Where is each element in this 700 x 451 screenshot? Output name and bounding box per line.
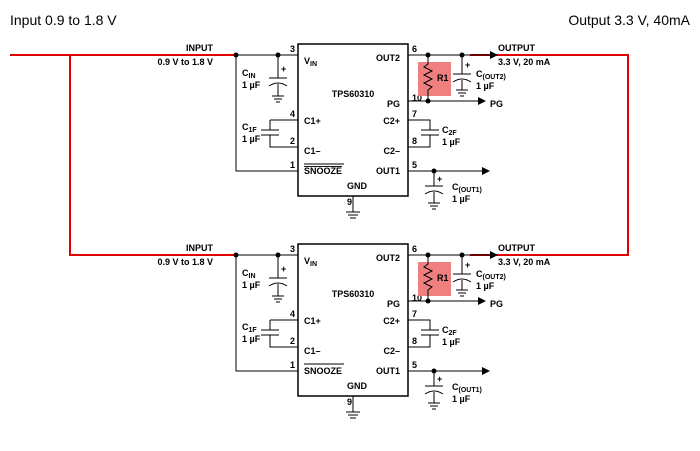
circuit-1: TPS60310 INPUT 0.9 V to 1.8 V + CIN 1 µF… <box>157 43 551 219</box>
svg-text:9: 9 <box>347 197 352 207</box>
svg-text:+: + <box>465 260 470 270</box>
r1-highlight <box>418 62 451 96</box>
cin-value: 1 µF <box>242 280 261 290</box>
pin-c2m: C2– <box>383 146 400 156</box>
svg-text:1: 1 <box>290 160 295 170</box>
svg-text:7: 7 <box>412 309 417 319</box>
c1f-label: C1F <box>242 122 257 134</box>
pin-c2p: C2+ <box>383 316 400 326</box>
svg-text:5: 5 <box>412 160 417 170</box>
svg-text:1: 1 <box>290 360 295 370</box>
pin-gnd: GND <box>347 181 368 191</box>
pin-pg: PG <box>387 99 400 109</box>
input-label: INPUT <box>186 43 214 53</box>
pin-c1p: C1+ <box>304 116 321 126</box>
c1f-value: 1 µF <box>242 134 261 144</box>
cout1-value: 1 µF <box>452 194 471 204</box>
pin-out1: OUT1 <box>376 166 400 176</box>
pin-out1: OUT1 <box>376 366 400 376</box>
c2f-value: 1 µF <box>442 337 461 347</box>
pin-c1p: C1+ <box>304 316 321 326</box>
input-range-label: Input 0.9 to 1.8 V <box>10 12 117 28</box>
cin-label: CIN <box>242 268 256 280</box>
svg-text:+: + <box>437 374 442 384</box>
r1-label: R1 <box>437 273 449 283</box>
pin-out2: OUT2 <box>376 253 400 263</box>
r1-highlight <box>418 262 451 296</box>
pin-c2p: C2+ <box>383 116 400 126</box>
svg-text:8: 8 <box>412 136 417 146</box>
svg-text:+: + <box>437 174 442 184</box>
svg-text:5: 5 <box>412 360 417 370</box>
cout1-value: 1 µF <box>452 394 471 404</box>
svg-text:2: 2 <box>290 336 295 346</box>
svg-text:10: 10 <box>412 93 422 103</box>
pin-vin: VIN <box>304 56 317 68</box>
svg-text:+: + <box>465 60 470 70</box>
svg-text:9: 9 <box>347 397 352 407</box>
svg-text:+: + <box>281 264 286 274</box>
output-spec: 3.3 V, 20 mA <box>498 257 551 267</box>
cout2-value: 1 µF <box>476 81 495 91</box>
svg-text:6: 6 <box>412 244 417 254</box>
cout1-label: C(OUT1) <box>452 382 482 394</box>
cout2-value: 1 µF <box>476 281 495 291</box>
pg-output-label: PG <box>490 299 503 309</box>
pin-snooze: SNOOZE <box>304 366 342 376</box>
c2f-label: C2F <box>442 125 457 137</box>
svg-text:3: 3 <box>290 44 295 54</box>
input-label: INPUT <box>186 243 214 253</box>
circuit-2: TPS60310 INPUT 0.9 V to 1.8 V + CIN 1 µF… <box>157 243 551 419</box>
chip-body <box>297 43 409 197</box>
pin-vin: VIN <box>304 256 317 268</box>
output-label: OUTPUT <box>498 43 536 53</box>
svg-text:+: + <box>281 64 286 74</box>
output-spec: 3.3 V, 20 mA <box>498 57 551 67</box>
output-spec-label: Output 3.3 V, 40mA <box>568 12 690 28</box>
cout2-label: C(OUT2) <box>476 69 506 81</box>
input-range: 0.9 V to 1.8 V <box>157 257 213 267</box>
cout2-label: C(OUT2) <box>476 269 506 281</box>
red-rails <box>10 54 629 256</box>
svg-text:6: 6 <box>412 44 417 54</box>
svg-text:2: 2 <box>290 136 295 146</box>
pg-output-label: PG <box>490 99 503 109</box>
cin-value: 1 µF <box>242 80 261 90</box>
chip-name: TPS60310 <box>332 89 375 99</box>
svg-text:7: 7 <box>412 109 417 119</box>
pin-c1m: C1– <box>304 346 321 356</box>
svg-text:3: 3 <box>290 244 295 254</box>
c2f-value: 1 µF <box>442 137 461 147</box>
pin-snooze: SNOOZE <box>304 166 342 176</box>
c1f-value: 1 µF <box>242 334 261 344</box>
svg-text:4: 4 <box>290 309 295 319</box>
c1f-label: C1F <box>242 322 257 334</box>
cin-label: CIN <box>242 68 256 80</box>
chip-name: TPS60310 <box>332 289 375 299</box>
pin-pg: PG <box>387 299 400 309</box>
r1-label: R1 <box>437 73 449 83</box>
svg-text:8: 8 <box>412 336 417 346</box>
svg-text:4: 4 <box>290 109 295 119</box>
output-label: OUTPUT <box>498 243 536 253</box>
pin-gnd: GND <box>347 381 368 391</box>
svg-text:10: 10 <box>412 293 422 303</box>
c2f-label: C2F <box>442 325 457 337</box>
input-range: 0.9 V to 1.8 V <box>157 57 213 67</box>
cout1-label: C(OUT1) <box>452 182 482 194</box>
pin-c2m: C2– <box>383 346 400 356</box>
pin-c1m: C1– <box>304 146 321 156</box>
pin-out2: OUT2 <box>376 53 400 63</box>
